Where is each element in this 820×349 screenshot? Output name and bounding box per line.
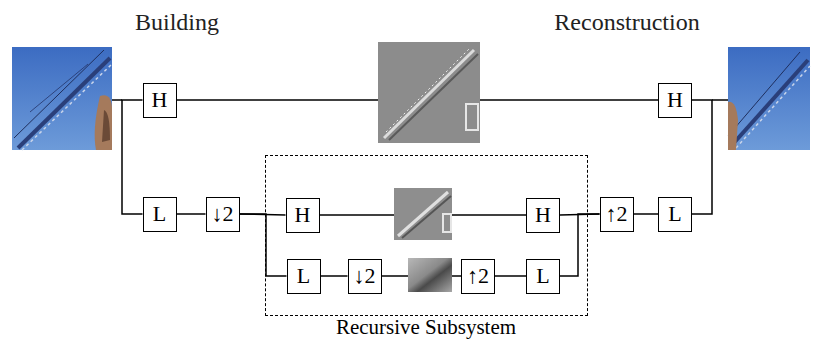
box-label: H	[152, 89, 168, 111]
signal-wire	[692, 100, 712, 214]
highpass-image	[378, 42, 480, 143]
lowpass-filter-box: L	[287, 259, 321, 294]
highpass-filter-box: H	[286, 198, 320, 233]
downsample-box: ↓2	[348, 259, 382, 294]
stage-title: Reconstruction	[554, 9, 699, 35]
signal-wire	[560, 214, 600, 276]
box-label: ↓2	[354, 265, 376, 287]
signal-wire	[122, 100, 143, 214]
input-photo	[12, 47, 112, 150]
wire	[712, 99, 728, 101]
highpass-filter-box: H	[143, 83, 177, 118]
box-label: L	[153, 203, 166, 225]
lowpass-filter-box: L	[526, 259, 560, 294]
downsample-box: ↓2	[206, 197, 240, 232]
box-label: H	[295, 204, 311, 226]
signal-wire	[177, 213, 206, 215]
box-label: L	[536, 265, 549, 287]
highpass-filter-box: H	[658, 83, 692, 118]
stage-title: Building	[135, 9, 219, 35]
lowpass-filter-box: L	[658, 197, 692, 232]
box-label: L	[297, 265, 310, 287]
signal-wire	[240, 214, 287, 276]
output-photo	[728, 47, 810, 150]
box-label: ↑2	[467, 265, 489, 287]
subsystem-label: Recursive Subsystem	[333, 316, 519, 339]
lowpass-filter-box: L	[143, 197, 177, 232]
box-label: H	[667, 89, 683, 111]
box-label: ↑2	[606, 203, 628, 225]
upsample-box: ↑2	[600, 197, 634, 232]
box-label: L	[668, 203, 681, 225]
recursive-subsystem: Recursive SubsystemHHL↓2↑2L	[265, 155, 588, 316]
wire	[112, 99, 122, 101]
upsample-box: ↑2	[461, 259, 495, 294]
highpass-filter-box: H	[526, 198, 560, 233]
signal-wire	[321, 275, 348, 277]
box-label: ↓2	[212, 203, 234, 225]
signal-wire	[495, 275, 526, 277]
box-label: H	[535, 204, 551, 226]
lowpass-image	[408, 258, 452, 292]
highpass-image	[394, 188, 452, 240]
signal-wire	[634, 213, 659, 215]
